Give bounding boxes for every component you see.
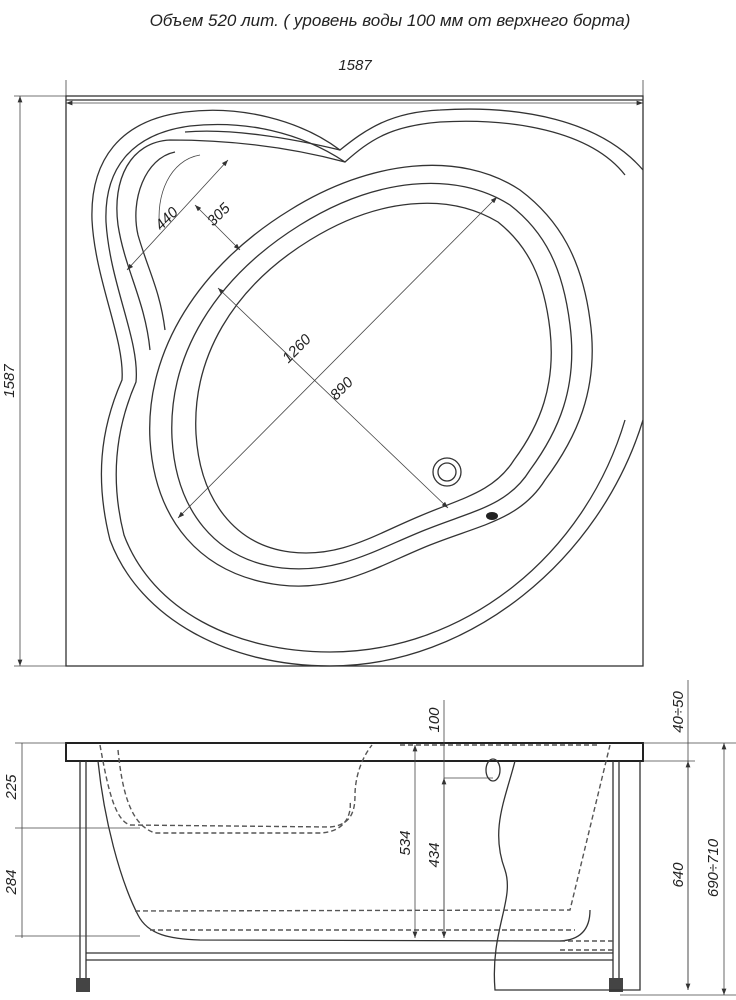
top-view: 1587 1587 440 305 1260 890: [1, 57, 644, 667]
length-dimension-line: [177, 196, 498, 519]
inner-width-label: 890: [327, 373, 357, 403]
drain-inner-ring: [437, 462, 457, 482]
seat-depth-label: 440: [152, 203, 182, 233]
side-view: 225 284 534 100 434 40÷50 640 690÷710: [3, 680, 736, 996]
bath-body: [97, 760, 591, 942]
height-label: 1587: [1, 364, 18, 398]
width-label: 1587: [338, 57, 372, 74]
seat-depth-dimension-line: [126, 159, 229, 271]
basin-inner-outline: [171, 182, 573, 570]
lower-height-label: 284: [3, 869, 20, 895]
seat-outline: [135, 151, 176, 331]
seat-outline: [184, 130, 341, 151]
rim-thickness-label: 40÷50: [670, 691, 687, 733]
seat-height-label: 225: [3, 774, 20, 801]
bath-rim-outline: [91, 108, 644, 667]
left-leg-foot: [76, 978, 90, 992]
overflow-icon: [486, 512, 498, 520]
seat-width-label: 305: [204, 199, 234, 229]
inner-width-dimension-line: [217, 287, 449, 509]
hidden-seat-edge: [117, 749, 352, 834]
water-depth-label: 434: [426, 842, 443, 867]
length-label: 1260: [279, 331, 315, 367]
depth-label: 534: [397, 830, 414, 855]
hidden-basin-edge: [134, 744, 611, 912]
panel-height-label: 640: [670, 862, 687, 888]
water-offset-label: 100: [426, 707, 443, 733]
overflow-outlet: [485, 758, 501, 782]
seat-outline: [116, 139, 346, 351]
total-height-label: 690÷710: [705, 838, 722, 897]
drain-icon: [432, 457, 462, 487]
outer-frame: [65, 95, 644, 667]
right-leg-foot: [609, 978, 623, 992]
drawing-title: Объем 520 лит. ( уровень воды 100 мм от …: [150, 11, 631, 30]
hidden-seat-edge: [99, 744, 373, 828]
bath-rim-inner-outline: [105, 120, 626, 653]
front-panel: [493, 760, 641, 991]
rim: [65, 742, 644, 762]
